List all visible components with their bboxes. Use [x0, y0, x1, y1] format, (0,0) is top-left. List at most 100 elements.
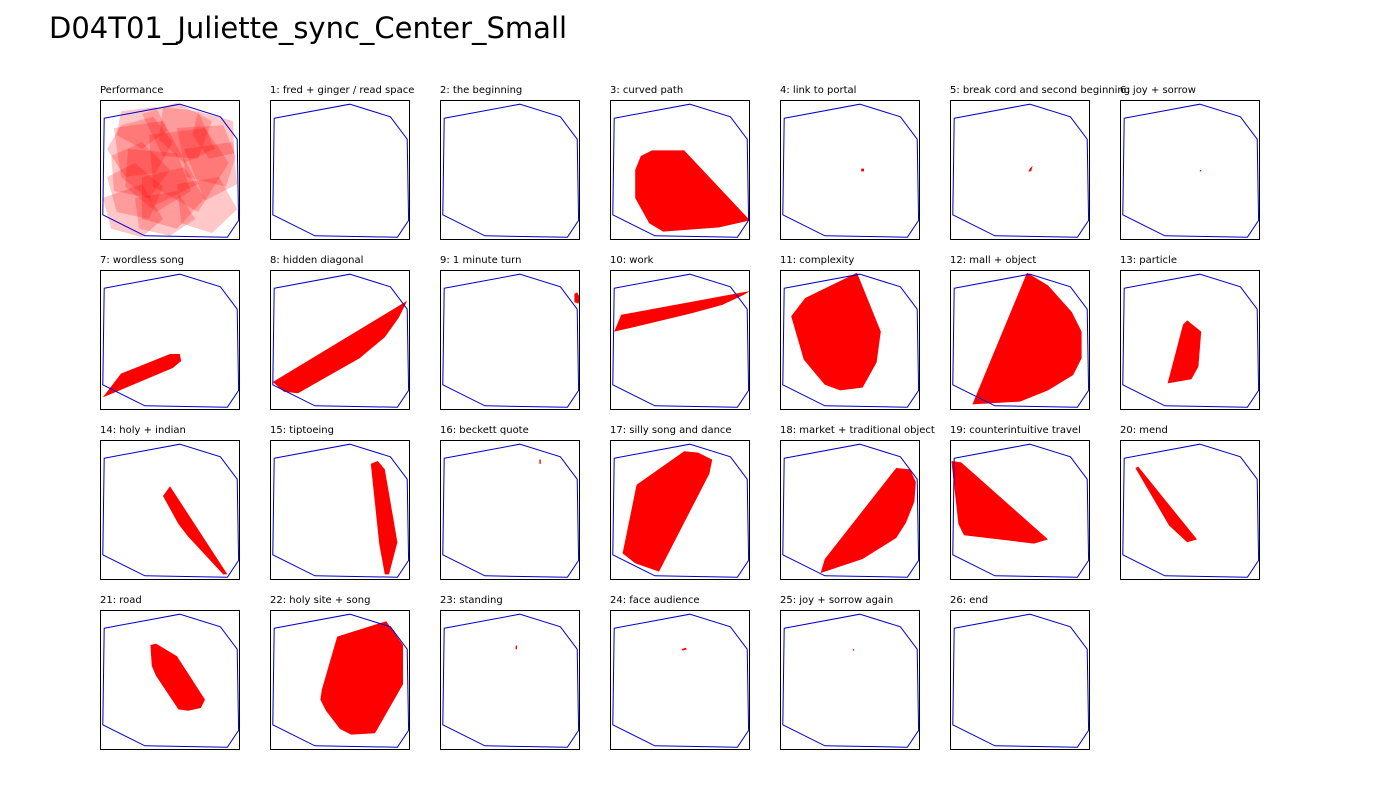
position-hull — [125, 149, 191, 212]
stage-outline — [952, 273, 1090, 408]
stage-outline — [612, 613, 750, 748]
position-hull — [102, 184, 163, 238]
panel-plot — [100, 610, 240, 750]
position-hull — [184, 142, 238, 201]
panel-frame — [610, 100, 750, 240]
panel-frame — [440, 440, 580, 580]
position-hull — [515, 645, 517, 650]
panel-plot — [440, 100, 580, 240]
stage-outline — [952, 103, 1090, 238]
position-hull — [972, 272, 1082, 405]
panel-plot — [100, 270, 240, 410]
panel-title: 5: break cord and second beginning — [950, 85, 1131, 96]
panel-plot — [950, 270, 1090, 410]
position-hull — [135, 191, 196, 236]
panel-frame — [1120, 440, 1260, 580]
panel-title: 16: beckett quote — [440, 425, 529, 436]
panel-title: 3: curved path — [610, 85, 684, 96]
stage-outline — [612, 273, 750, 408]
panel-plot — [1120, 440, 1260, 580]
panel-plot — [780, 440, 920, 580]
position-hull — [116, 107, 168, 149]
panel-plot — [610, 440, 750, 580]
panel-title: 10: work — [610, 255, 654, 266]
panel-plot — [100, 440, 240, 580]
panel-plot — [440, 270, 580, 410]
panel-plot — [100, 100, 240, 240]
panel-title: Performance — [100, 85, 164, 96]
panel-frame — [100, 610, 240, 750]
panel-frame — [610, 270, 750, 410]
panel-frame — [440, 100, 580, 240]
stage-outline — [1122, 443, 1260, 578]
panel-title: 15: tiptoeing — [270, 425, 334, 436]
stage-outline — [442, 613, 580, 748]
panel-frame — [950, 100, 1090, 240]
panel-title: 8: hidden diagonal — [270, 255, 364, 266]
panel-title: 14: holy + indian — [100, 425, 186, 436]
panel-frame — [950, 440, 1090, 580]
stage-outline — [952, 443, 1090, 578]
panel-plot — [780, 610, 920, 750]
position-hull — [861, 168, 864, 172]
panel-frame — [950, 270, 1090, 410]
position-hull — [107, 163, 163, 219]
stage-outline — [782, 103, 920, 238]
position-hull — [177, 125, 236, 187]
panel-frame — [100, 100, 240, 240]
panel-title: 4: link to portal — [780, 85, 857, 96]
position-hull — [142, 167, 205, 229]
stage-outline — [782, 273, 920, 408]
position-hull — [1199, 170, 1202, 172]
panel-title: 7: wordless song — [100, 255, 185, 266]
panel-plot — [1120, 100, 1260, 240]
stage-outline — [272, 103, 410, 238]
panel-title: 19: counterintuitive travel — [950, 425, 1081, 436]
stage-outline — [102, 613, 240, 748]
panel-title: 11: complexity — [780, 255, 855, 266]
panel-frame — [780, 610, 920, 750]
stage-outline — [952, 613, 1090, 748]
panel-frame — [440, 270, 580, 410]
stage-outline — [442, 273, 580, 408]
stage-outline — [782, 613, 920, 748]
position-hull — [149, 128, 229, 212]
position-hull — [635, 150, 750, 232]
panel-frame — [100, 270, 240, 410]
stage-outline — [1122, 273, 1260, 408]
panel-frame — [610, 440, 750, 580]
position-hull — [1167, 320, 1202, 384]
position-hull — [320, 621, 403, 735]
position-hull — [820, 468, 916, 573]
position-hull — [1135, 466, 1197, 543]
panel-frame — [610, 610, 750, 750]
panel-title: 20: mend — [1120, 425, 1168, 436]
panel-plot — [780, 270, 920, 410]
panel-plot — [950, 440, 1090, 580]
stage-outline — [272, 443, 410, 578]
panel-title: 13: particle — [1120, 255, 1177, 266]
position-hull — [114, 121, 198, 205]
position-hull — [150, 643, 205, 711]
panel-plot — [440, 610, 580, 750]
position-hull — [158, 107, 215, 163]
position-hull — [622, 451, 713, 572]
position-hull — [107, 116, 173, 177]
panel-frame — [270, 610, 410, 750]
panel-frame — [780, 270, 920, 410]
stage-outline — [612, 443, 750, 578]
panel-frame — [1120, 270, 1260, 410]
panel-title: 1: fred + ginger / read space — [270, 85, 415, 96]
page-title: D04T01_Juliette_sync_Center_Small — [49, 11, 568, 45]
position-hull — [192, 111, 235, 159]
position-hull — [574, 292, 580, 304]
stage-outline — [1122, 103, 1260, 238]
panel-title: 2: the beginning — [440, 85, 523, 96]
panel-frame — [780, 440, 920, 580]
stage-outline — [782, 443, 920, 578]
panel-plot — [610, 100, 750, 240]
panel-plot — [270, 440, 410, 580]
stage-outline — [272, 613, 410, 748]
panel-plot — [610, 270, 750, 410]
panel-title: 21: road — [100, 595, 142, 606]
